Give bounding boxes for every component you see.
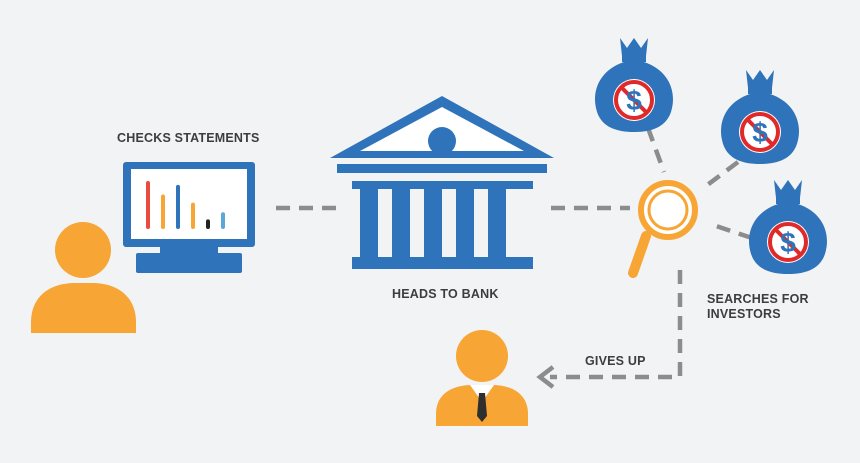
monitor-bar bbox=[191, 202, 195, 229]
monitor-bar bbox=[146, 181, 150, 229]
person-icon bbox=[31, 222, 136, 333]
dollar-sign: $ bbox=[752, 117, 768, 148]
monitor-bar bbox=[221, 212, 225, 229]
label-heads-to-bank: HEADS TO BANK bbox=[392, 287, 499, 301]
connectors bbox=[276, 127, 753, 380]
label-checks-statements: CHECKS STATEMENTS bbox=[117, 131, 260, 145]
monitor-bar bbox=[176, 184, 180, 229]
money-bag-icon: $ bbox=[593, 36, 675, 134]
connector-magnifier-bag2 bbox=[704, 160, 740, 188]
dollar-sign: $ bbox=[626, 85, 642, 116]
label-gives-up: GIVES UP bbox=[585, 354, 646, 368]
monitor-bar bbox=[161, 194, 165, 229]
connector-magnifier-bag1 bbox=[645, 127, 667, 173]
label-searches-for-investors: SEARCHES FOR INVESTORS bbox=[707, 292, 809, 322]
dollar-sign: $ bbox=[780, 227, 796, 258]
monitor-bars bbox=[146, 181, 225, 229]
label-line: INVESTORS bbox=[707, 307, 781, 321]
label-line: SEARCHES FOR bbox=[707, 292, 809, 306]
businessman-icon bbox=[436, 330, 528, 426]
monitor-chart-icon bbox=[123, 162, 255, 273]
money-bag-icon: $ bbox=[719, 68, 801, 166]
arrow-head bbox=[536, 365, 555, 389]
bank-icon bbox=[330, 96, 554, 269]
connector-magnifier-bag3 bbox=[715, 223, 753, 241]
money-bag-icon: $ bbox=[747, 178, 829, 276]
connector-magnifier-gives-up bbox=[550, 270, 683, 380]
magnifier-icon bbox=[628, 180, 698, 278]
monitor-bar bbox=[206, 219, 210, 229]
